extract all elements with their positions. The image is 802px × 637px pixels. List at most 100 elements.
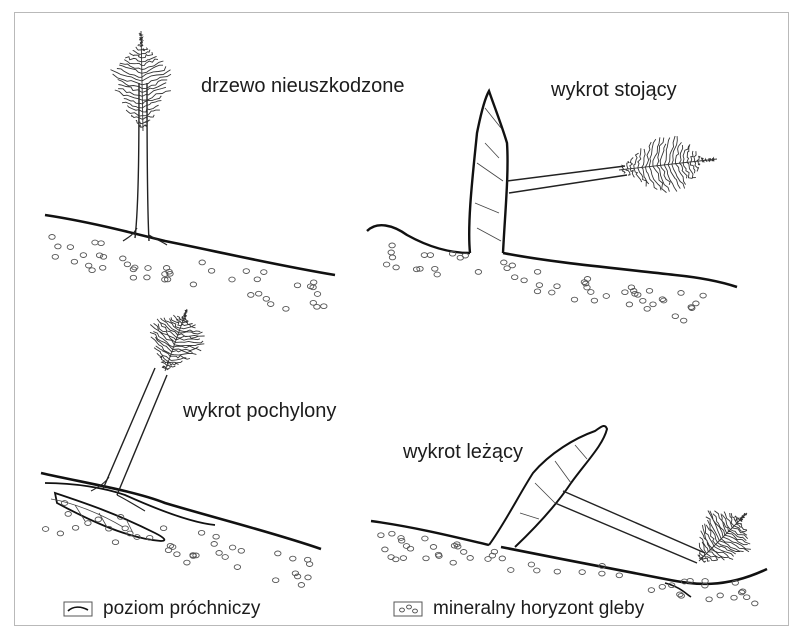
pebble — [672, 314, 678, 319]
pebble — [144, 275, 150, 280]
pebble — [549, 290, 555, 295]
pebble — [248, 293, 254, 298]
crown-twigs — [111, 31, 172, 131]
tree-trunk — [103, 368, 167, 495]
tree-crown — [150, 309, 205, 371]
pebble — [430, 545, 436, 550]
pebble — [521, 278, 527, 283]
tree-crown — [619, 136, 717, 193]
pebble — [534, 269, 540, 274]
root-plate — [469, 91, 507, 253]
pebble — [72, 525, 78, 530]
pebble — [85, 521, 91, 526]
pebble — [461, 550, 467, 555]
diagram-drawing — [15, 13, 788, 625]
mineral-pebbles — [42, 501, 312, 588]
pebble — [700, 293, 706, 298]
pebble — [61, 501, 67, 506]
pebble — [294, 283, 300, 288]
figure-frame: drzewo nieuszkodzone wykrot stojący wykr… — [14, 12, 789, 626]
pebble — [467, 556, 473, 561]
pebble — [603, 294, 609, 299]
pebble — [423, 556, 429, 561]
pebble — [717, 593, 723, 598]
pebble — [243, 269, 249, 274]
tree-trunk — [507, 166, 627, 193]
pebble — [650, 302, 656, 307]
pebble — [681, 318, 687, 323]
pebble — [80, 253, 86, 258]
pebble — [283, 306, 289, 311]
pebble — [122, 526, 128, 531]
pebble — [388, 250, 394, 255]
pebble — [427, 253, 433, 258]
pebble — [382, 547, 388, 552]
pebble — [190, 282, 196, 287]
tree-crown — [111, 31, 172, 131]
pebble — [290, 556, 296, 561]
pebble — [534, 289, 540, 294]
pebble — [314, 304, 320, 309]
pebble — [599, 571, 605, 576]
pebble — [55, 244, 61, 249]
humus-line — [45, 215, 335, 275]
crown-twigs — [698, 511, 751, 563]
pebble — [400, 556, 406, 561]
pebble — [92, 240, 98, 245]
pebble — [579, 570, 585, 575]
label-undamaged-tree: drzewo nieuszkodzone — [201, 75, 404, 98]
pebble — [706, 597, 712, 602]
pebble — [98, 241, 104, 246]
pebble — [321, 304, 327, 309]
pebble — [501, 260, 507, 265]
pebble — [112, 540, 118, 545]
pebble — [659, 297, 665, 302]
pebble — [198, 530, 204, 535]
pebble — [731, 595, 737, 600]
pebble — [305, 575, 311, 580]
humus-line — [41, 473, 321, 549]
pebble — [744, 595, 750, 600]
pebble — [234, 565, 240, 570]
pebble — [659, 584, 665, 589]
pebble — [554, 284, 560, 289]
pebble — [184, 560, 190, 565]
pebble — [208, 268, 214, 273]
legend-mineral-label: mineralny horyzont gleby — [433, 598, 644, 620]
pebble — [407, 546, 413, 551]
pebble — [95, 517, 101, 522]
pebble — [306, 562, 312, 567]
legend-humus-label: poziom próchniczy — [103, 598, 260, 620]
pebble — [509, 263, 515, 268]
pebble — [640, 298, 646, 303]
pebble — [434, 272, 440, 277]
pebble — [571, 297, 577, 302]
label-lying-windthrow: wykrot leżący — [403, 441, 523, 464]
pebble — [403, 544, 409, 549]
pebble — [49, 235, 55, 240]
pebble — [378, 533, 384, 538]
pebble — [314, 292, 320, 297]
pebble — [213, 534, 219, 539]
pebble — [383, 262, 389, 267]
panel-standing-drawing — [367, 91, 737, 323]
pebble — [238, 548, 244, 553]
panel-undamaged-drawing — [45, 31, 335, 311]
pebble — [616, 573, 622, 578]
tree-trunk — [555, 491, 705, 563]
crown-twigs — [150, 309, 205, 371]
pebble — [644, 306, 650, 311]
pebble — [199, 260, 205, 265]
pebble — [554, 569, 560, 574]
pebble — [475, 270, 481, 275]
pebble — [393, 265, 399, 270]
mineral-pebbles — [378, 531, 758, 606]
pebble — [211, 542, 217, 547]
pebble — [534, 568, 540, 573]
pebble — [86, 263, 92, 268]
pebble — [160, 526, 166, 531]
pebble — [677, 592, 683, 597]
pebble — [588, 290, 594, 295]
pebble — [626, 302, 632, 307]
pebble — [261, 270, 267, 275]
